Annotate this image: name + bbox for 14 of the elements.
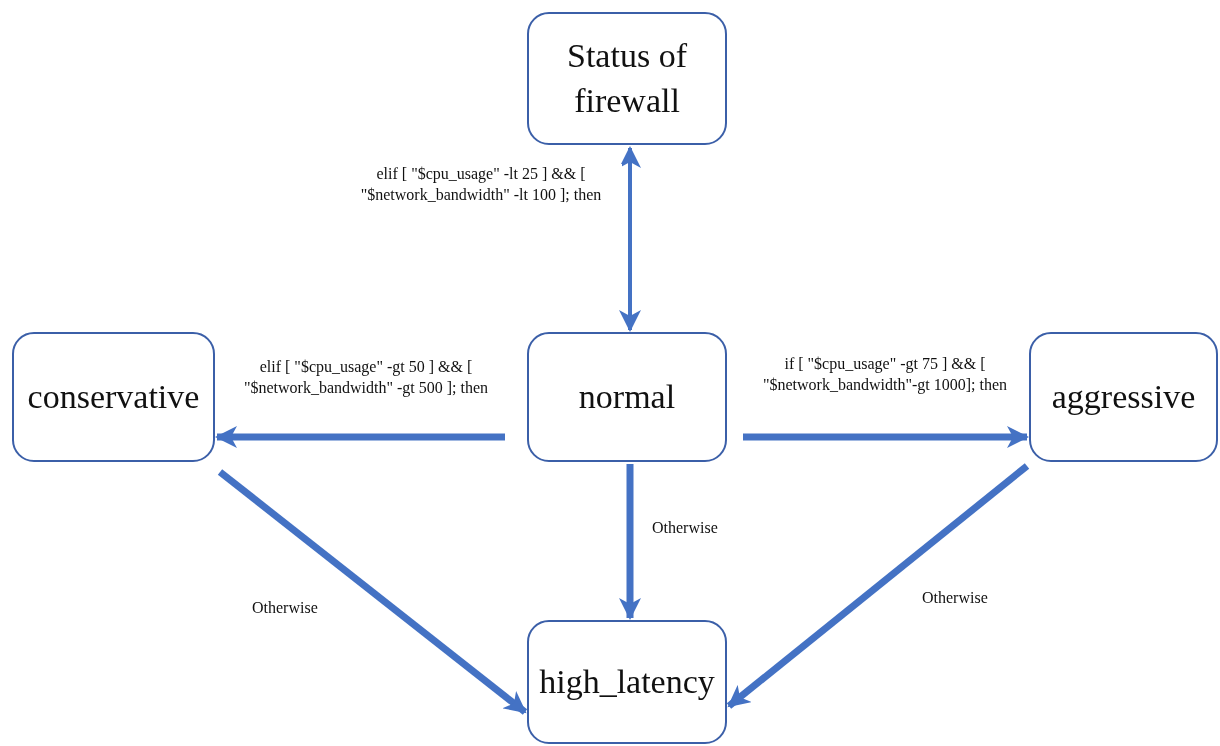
state-box [527, 332, 727, 462]
state-name: aggressive [1051, 377, 1196, 415]
state-name: Status of firewall [567, 37, 687, 119]
arrow [217, 469, 528, 715]
state-name: high_latency [539, 662, 715, 700]
state-box [527, 620, 727, 744]
arrow [619, 464, 641, 620]
state-box [1029, 332, 1218, 462]
arrow [726, 463, 1030, 709]
state-name: normal [578, 377, 676, 415]
arrow [619, 146, 641, 332]
state-box [12, 332, 215, 462]
state-name: conservative [27, 377, 200, 415]
state-box [527, 12, 727, 145]
